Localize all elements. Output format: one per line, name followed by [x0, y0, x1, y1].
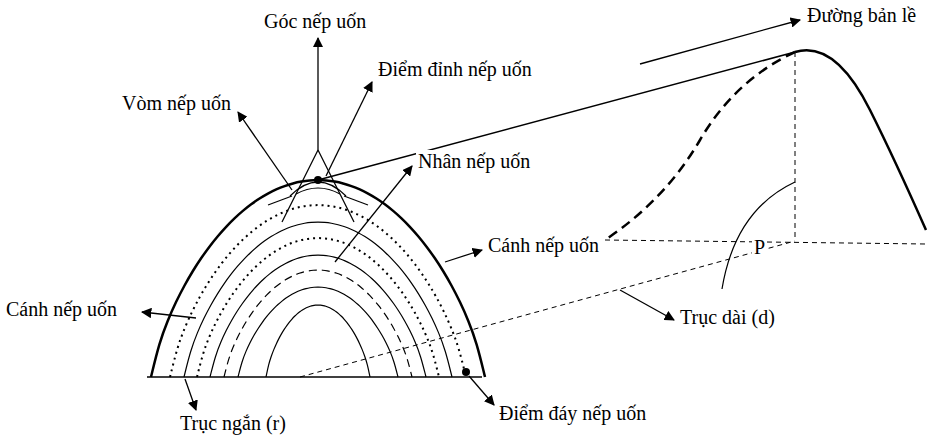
leader-lines — [142, 20, 800, 410]
limb-label: Cánh nếp uốn — [486, 234, 601, 256]
crest-label: Điểm đỉnh nếp uốn — [376, 58, 534, 80]
long-axis-label: Trục dài (d) — [678, 306, 777, 328]
fold-layer — [224, 270, 412, 377]
fold-layer — [184, 222, 452, 377]
fold-layers — [151, 180, 485, 377]
fold-layer — [266, 305, 370, 377]
fold-crown — [290, 182, 346, 196]
hinge-line-label: Đường bản lề — [805, 4, 918, 26]
core-label: Nhân nếp uốn — [416, 150, 532, 172]
fold-angle-label: Góc nếp uốn — [262, 10, 368, 32]
fold-layer — [170, 205, 466, 377]
short-axis-label: Trục ngắn (r) — [178, 412, 288, 434]
fold-layer — [210, 255, 426, 377]
trough-point — [462, 368, 470, 376]
fold-layer — [238, 287, 398, 377]
fold-angle — [268, 150, 368, 222]
limb-label: Cánh nếp uốn — [4, 298, 119, 320]
trough-label: Điểm đáy nếp uốn — [497, 402, 648, 424]
plane-label: P — [752, 236, 767, 258]
hinge-block — [300, 50, 926, 377]
fold-layer — [151, 180, 485, 377]
short-axis — [147, 376, 482, 378]
fold-layer — [197, 238, 439, 377]
crown-label: Vòm nếp uốn — [120, 92, 233, 114]
